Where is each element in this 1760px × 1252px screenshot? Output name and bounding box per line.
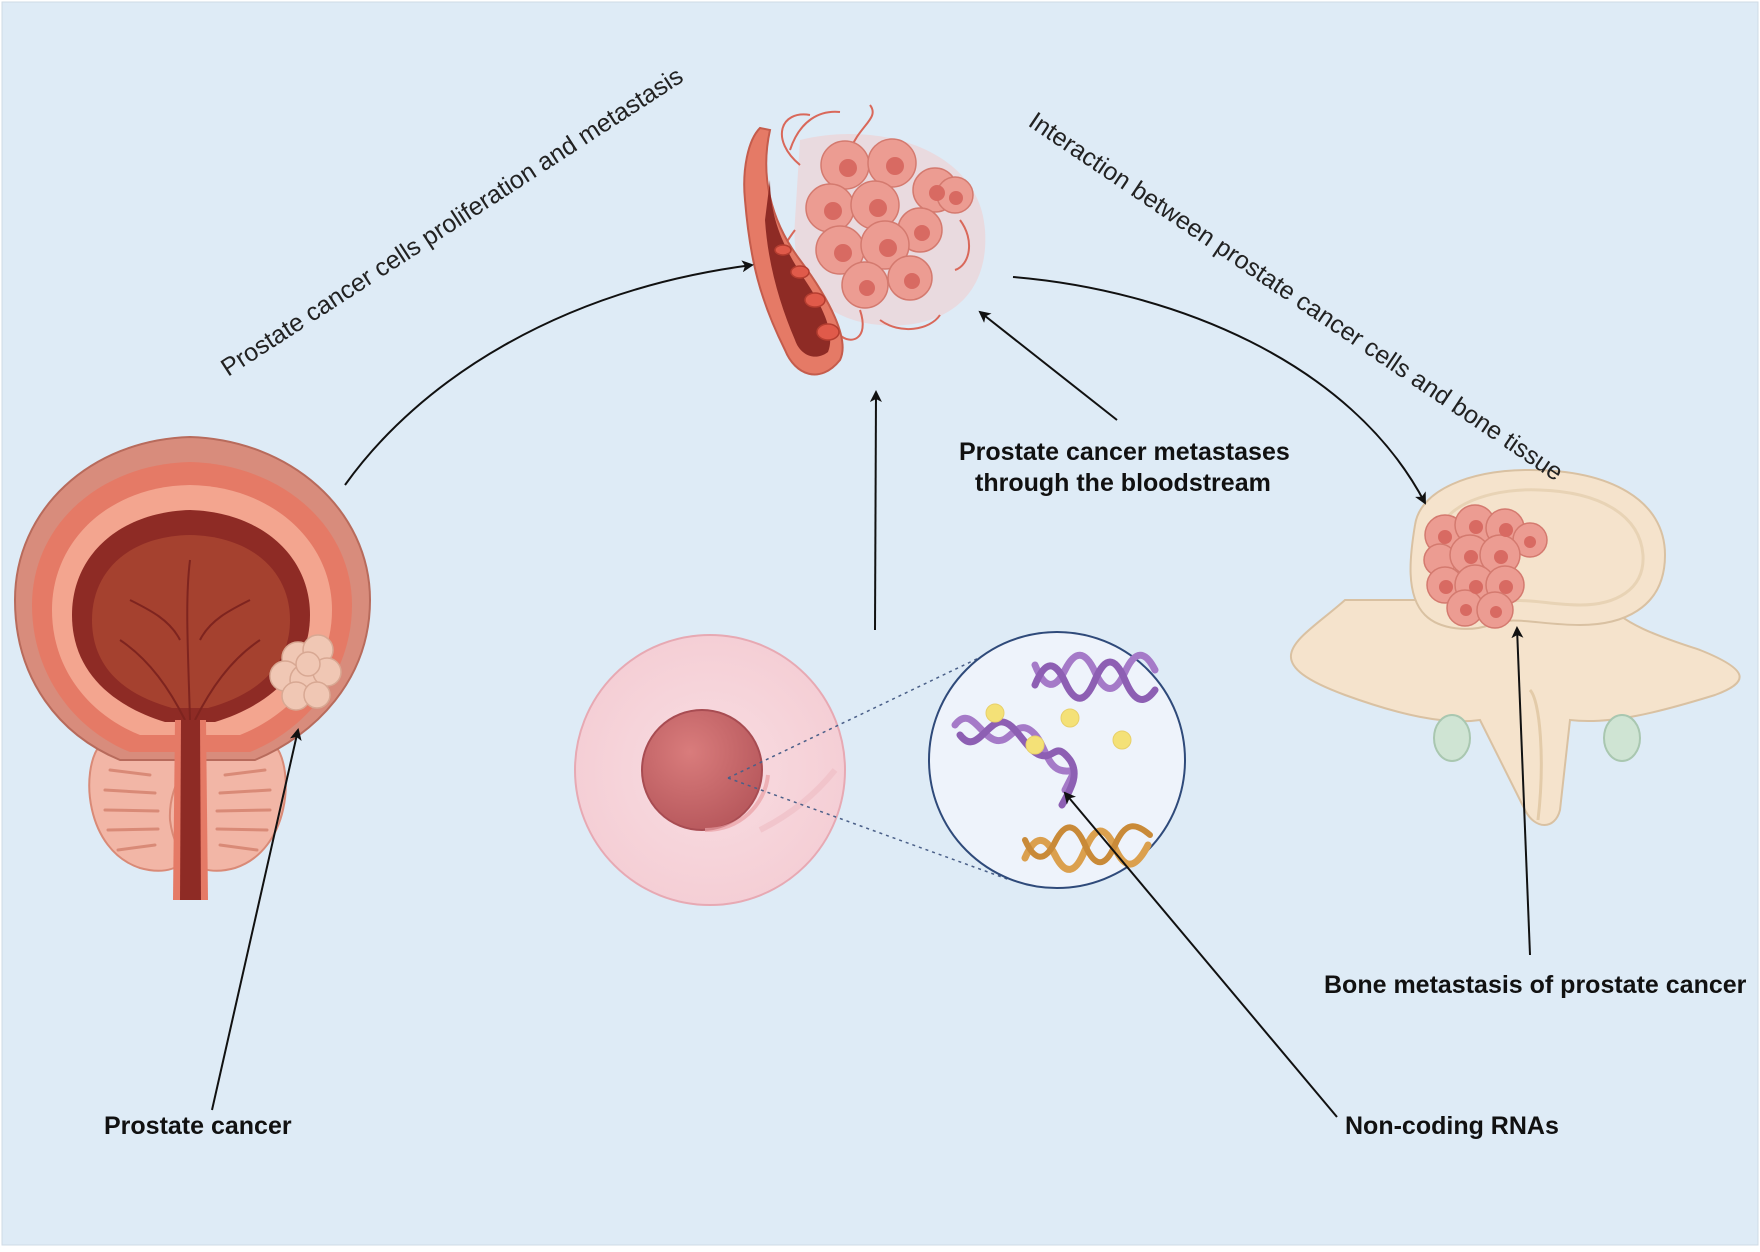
label-bone-metastasis: Bone metastasis of prostate cancer [1324,971,1747,999]
arrow-ncrna-label [1063,791,1338,1118]
arrow-bone-metastasis-label [1511,626,1531,956]
blood-vessel-tumor-icon [743,104,986,376]
prostate-organ-icon [13,435,372,900]
vertebra-icon [1290,468,1741,826]
arrow-prostate-to-vessel [344,260,754,486]
label-bloodstream-line2: through the bloodstream [975,469,1271,497]
arrow-prostate-cancer-label [211,728,302,1111]
arrow-cell-to-vessel [869,390,882,631]
arrow-bloodstream-label [978,310,1118,421]
label-prostate-cancer: Prostate cancer [104,1112,292,1140]
label-non-coding-rnas: Non-coding RNAs [1345,1112,1559,1140]
rna-strands-icon [928,631,1186,889]
arrows [211,260,1531,1118]
label-bloodstream-line1: Prostate cancer metastases [959,438,1290,466]
arrow-vessel-to-bone [1012,276,1426,505]
cell-icon [574,634,1011,906]
